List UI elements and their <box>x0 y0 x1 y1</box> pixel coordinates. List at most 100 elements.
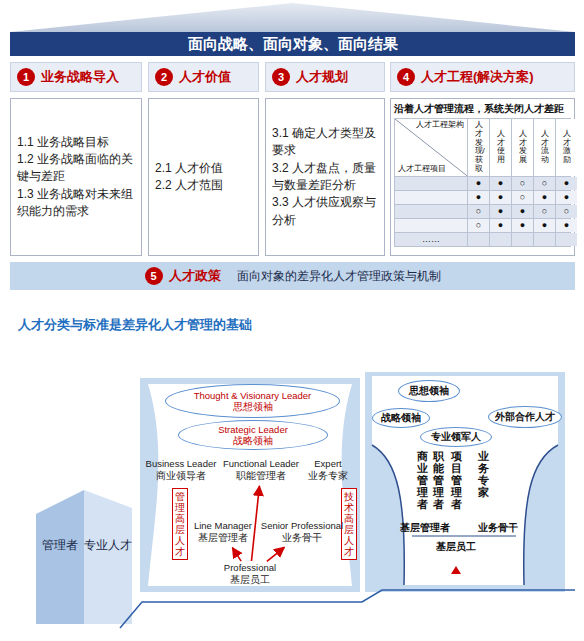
map-label: 业务骨干 <box>478 521 518 535</box>
role-label-text: Expert <box>314 458 341 470</box>
table-mark: ○ <box>542 206 547 216</box>
table-mark: ○ <box>520 192 525 202</box>
cloud-text: 外部合作人才 <box>495 410 555 424</box>
content-box-text: 1.2 业务战略面临的关键与差距 <box>17 151 135 186</box>
table-cell: ● <box>534 191 555 204</box>
content-box-text: 3.3 人才供应观察与分析 <box>272 194 378 229</box>
table-mark: ● <box>476 178 481 188</box>
table-cell: 人才流动 <box>534 119 555 176</box>
cloud-text: 思想领袖 <box>409 384 449 398</box>
cloud-text: Thought & Visionary Leader <box>194 390 312 401</box>
pillar-label-text: 专业人才 <box>84 537 132 554</box>
column-header-text: 人才工程(解决方案) <box>421 68 534 86</box>
table-cell: ● <box>512 205 533 218</box>
table-cell: ● <box>490 205 511 218</box>
role-label-text: Line Manager <box>194 520 252 532</box>
table-mark: ○ <box>476 220 481 230</box>
map-label: 职能管理者 <box>433 450 444 510</box>
table-corner-label: 人才工程项目 <box>397 165 447 174</box>
table-cell: ○ <box>534 177 555 190</box>
up-arrow <box>451 566 461 574</box>
cloud: Strategic Leader战略领袖 <box>178 420 328 450</box>
table-cell <box>490 233 511 246</box>
map-label: 商业管理者 <box>417 450 428 510</box>
table-cell <box>395 219 467 232</box>
role-label: Functional Leader职能管理者 <box>222 458 300 484</box>
table-cell: ● <box>534 219 555 232</box>
table-mark: ● <box>498 192 503 202</box>
matrix-table: 人才工程架构人才工程项目人才发现/获取人才使用人才发展人才流动人才激励●●○○●… <box>394 118 571 247</box>
table-cell: ● <box>490 219 511 232</box>
map-label: 项目管理者 <box>451 450 462 510</box>
table-cell: ● <box>468 191 489 204</box>
table-mark: ○ <box>564 206 569 216</box>
table-cell <box>395 191 467 204</box>
content-box-text: 3.1 确定人才类型及要求 <box>272 125 378 160</box>
cloud: Thought & Visionary Leader思想领袖 <box>165 384 340 418</box>
content-box-text: 1.3 业务战略对未来组织能力的需求 <box>17 186 135 221</box>
table-cell: 人才使用 <box>490 119 511 176</box>
column-head: 人才流动 <box>541 128 549 167</box>
map-panel <box>365 372 565 592</box>
model-panel <box>140 378 360 592</box>
column-header-text: 1 <box>17 68 35 86</box>
role-label: Line Manager基层管理者 <box>192 520 254 546</box>
vertical-box-text: 技术高层人才 <box>344 491 354 557</box>
role-label: Professional基层员工 <box>215 562 285 588</box>
content-box-text: 2.2 人才范围 <box>155 177 252 194</box>
cloud: 外部合作人才 <box>488 406 562 428</box>
table-mark: ● <box>498 178 503 188</box>
column-header-text: 3 <box>272 68 290 86</box>
table-cell <box>534 233 555 246</box>
table-cell: ○ <box>556 205 577 218</box>
content-box: 2.1 人才价值2.2 人才范围 <box>148 98 259 256</box>
column-header: 2人才价值 <box>148 62 259 92</box>
table-cell: ● <box>490 177 511 190</box>
column-head: 人才发展 <box>519 128 527 167</box>
role-label-text: 业务专家 <box>308 470 348 482</box>
role-label: Business Leader商业领导者 <box>142 458 220 484</box>
diagonal-cell: 人才工程架构人才工程项目 <box>395 119 467 176</box>
roof <box>10 3 575 32</box>
table-cell <box>395 205 467 218</box>
content-box-text: 1.1 业务战略目标 <box>17 134 135 151</box>
table-mark: ○ <box>542 178 547 188</box>
cloud-text: 战略领袖 <box>233 435 273 446</box>
table-cell: 人才发展 <box>512 119 533 176</box>
table-cell: ○ <box>468 205 489 218</box>
table-cell: ○ <box>534 205 555 218</box>
table-cell: ● <box>556 219 577 232</box>
manager-pillar <box>36 490 84 624</box>
table-cell <box>556 233 577 246</box>
pillar-label: 管理者 <box>36 530 84 560</box>
table-corner-label: 人才工程架构 <box>415 121 465 130</box>
content-box-text: 2.1 人才价值 <box>155 160 252 177</box>
column-header: 1业务战略导入 <box>10 62 142 92</box>
column-header-text: 人才价值 <box>179 68 231 86</box>
cloud-text: 专业领军人 <box>431 430 481 444</box>
table-mark: ● <box>542 220 547 230</box>
table-cell: 人才发现/获取 <box>468 119 489 176</box>
table-mark: ○ <box>520 178 525 188</box>
table-mark: ● <box>520 220 525 230</box>
growth-arrow <box>267 547 284 561</box>
column-header: 3人才规划 <box>265 62 385 92</box>
table-mark: ● <box>564 220 569 230</box>
policy-band: 5人才政策面向对象的差异化人才管理政策与机制 <box>10 262 575 290</box>
table-cell: 人才激励 <box>556 119 577 176</box>
base-line <box>412 536 516 537</box>
cloud-text: Strategic Leader <box>218 424 288 435</box>
table-cell: ○ <box>468 219 489 232</box>
table-mark: ● <box>564 192 569 202</box>
policy-band-text: 5 <box>145 267 163 285</box>
table-cell: ● <box>490 191 511 204</box>
role-label-text: Professional <box>224 562 276 574</box>
table-box: 沿着人才管理流程，系统关闭人才差距人才工程架构人才工程项目人才发现/获取人才使用… <box>390 98 575 256</box>
column-header-text: 4 <box>397 68 415 86</box>
content-box: 3.1 确定人才类型及要求3.2 人才盘点，质量与数量差距分析3.3 人才供应观… <box>265 98 385 256</box>
table-mark: ● <box>564 178 569 188</box>
table-mark: ● <box>498 220 503 230</box>
vertical-box-text: 管理高层人才 <box>175 491 185 557</box>
map-label: 基层管理者 <box>400 521 450 535</box>
cloud: 专业领军人 <box>420 427 492 447</box>
